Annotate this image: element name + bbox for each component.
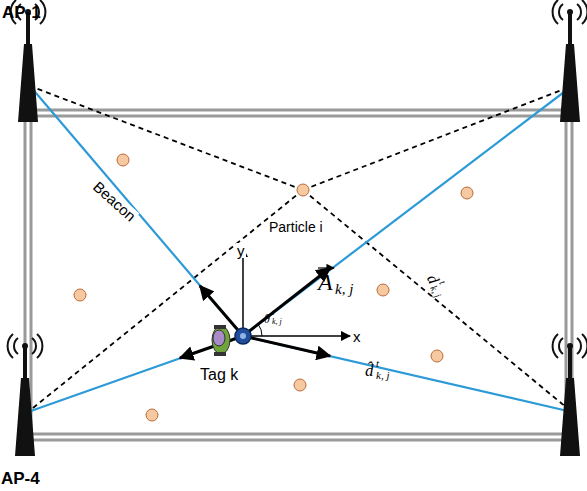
superscript: t	[272, 309, 274, 317]
vector-symbol: A	[318, 270, 333, 294]
particle-label: Particle i	[268, 220, 324, 234]
ap-label: AP-4	[1, 470, 40, 487]
axis-label: x	[352, 329, 362, 344]
angle-symbol: θ	[264, 313, 270, 325]
tag-label: Tag k	[199, 367, 239, 383]
superscript: t	[376, 358, 379, 369]
subscript: k, j	[335, 282, 353, 297]
distance-estimate-symbol: d̂	[365, 362, 374, 379]
subscript: k, j	[428, 284, 443, 299]
axis-label: y	[236, 243, 246, 258]
subscript: k, j	[376, 370, 389, 381]
ap-label: AP-1	[2, 4, 41, 21]
subscript: k, j	[272, 318, 282, 326]
